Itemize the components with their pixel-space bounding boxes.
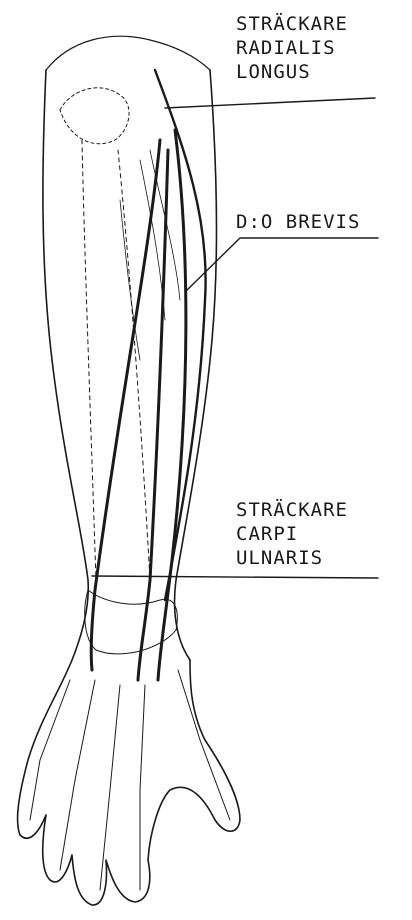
leader-brevis [185,238,378,292]
leader-radialis-longus [165,98,375,108]
elbow-top [46,36,210,70]
finger-bones-4 [140,685,145,890]
elbow-bone [60,88,129,144]
label-line: STRÄCKARE [236,12,348,36]
tendon-3 [158,130,186,680]
finger-bones-2 [60,680,95,870]
muscle-fibers-2 [140,160,165,320]
finger-bones-3 [100,685,120,890]
label-line: LONGUS [236,60,348,84]
hand-outline [18,660,240,905]
label-brevis: D:O BREVIS [236,210,360,234]
forearm-outline-left [43,70,88,660]
forearm-outline-right [175,70,217,660]
radius-bone [118,150,150,580]
label-line: CARPI [236,522,348,546]
label-line: ULNARIS [236,546,348,570]
finger-bones-1 [30,680,70,820]
label-line: STRÄCKARE [236,498,348,522]
label-line: RADIALIS [236,36,348,60]
ulna-bone [82,140,96,580]
label-carpi-ulnaris: STRÄCKARE CARPI ULNARIS [236,498,348,570]
label-radialis-longus: STRÄCKARE RADIALIS LONGUS [236,12,348,84]
thumb-bones [178,670,230,820]
leader-carpi-ulnaris [92,576,378,578]
